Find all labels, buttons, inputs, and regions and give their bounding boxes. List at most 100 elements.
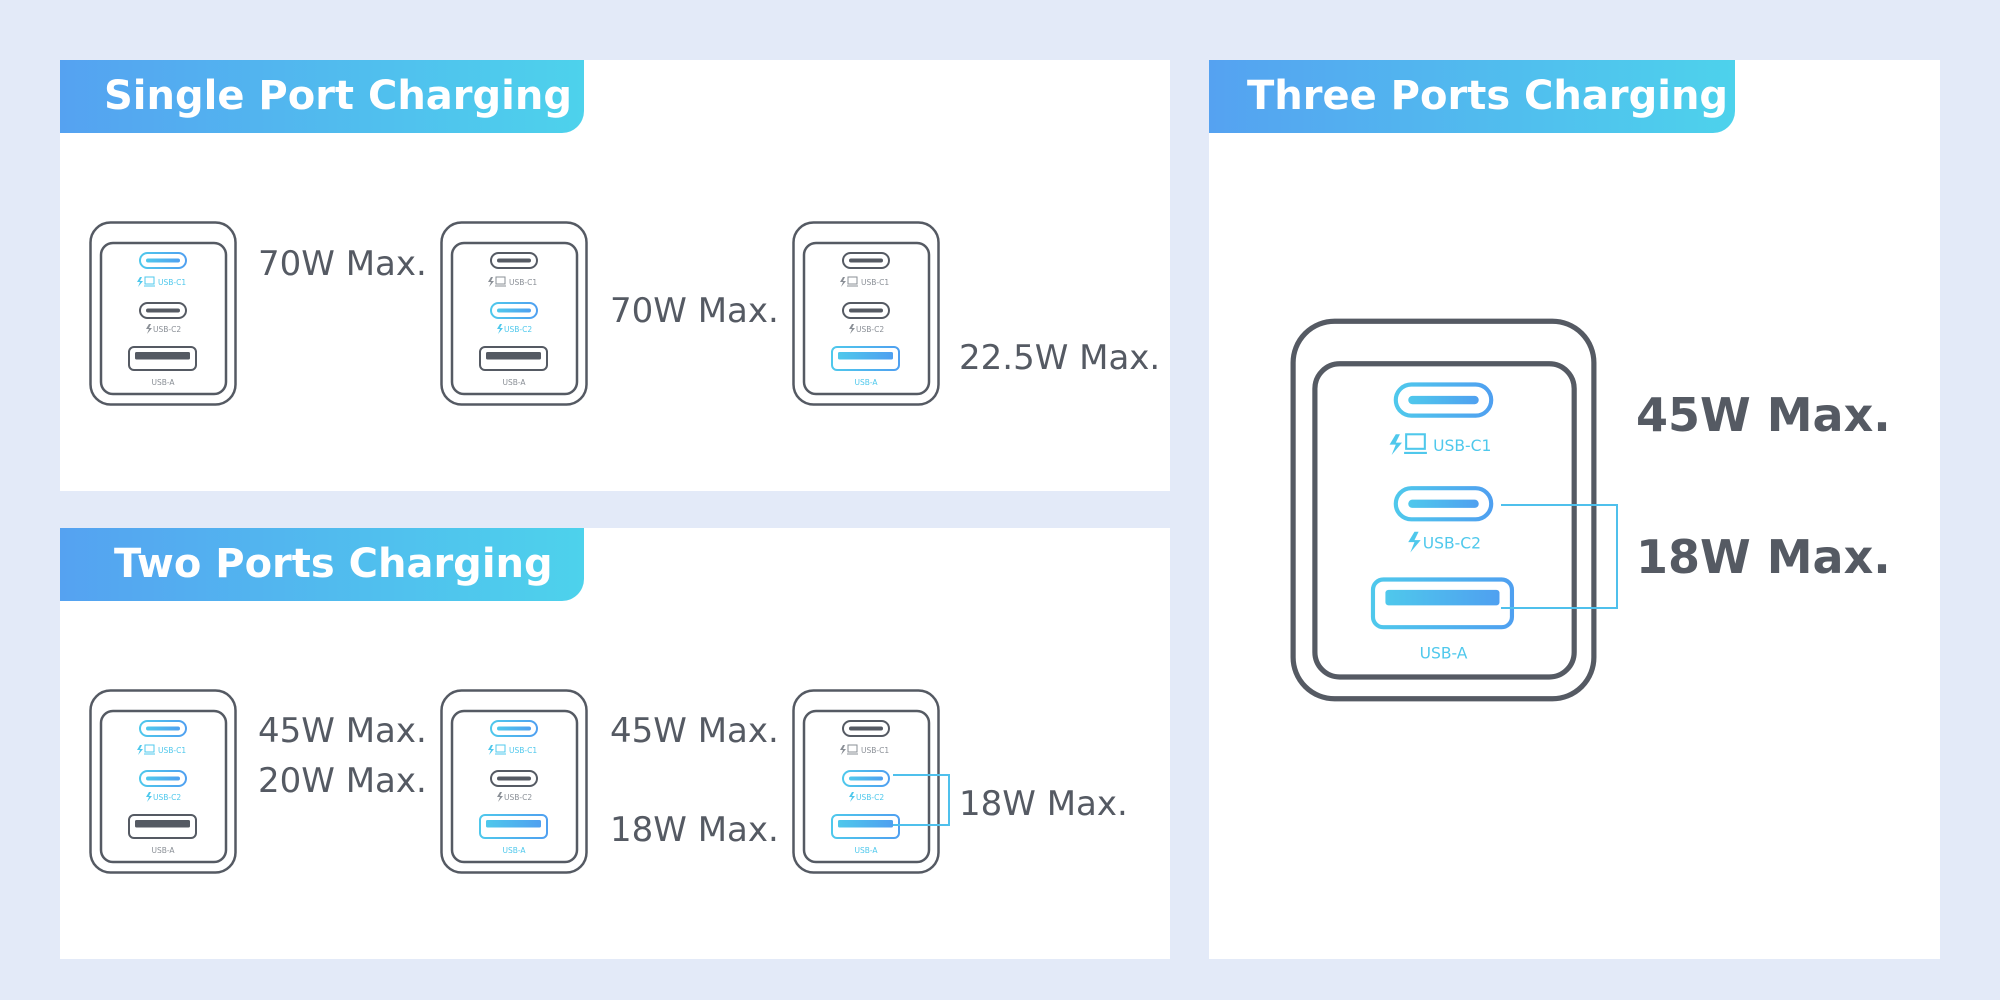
- charger-single-3: USB-C1 USB-C2 USB-A: [792, 221, 940, 406]
- two-ports-title: Two Ports Charging: [60, 528, 584, 601]
- lightning-icon: [840, 745, 846, 755]
- lightning-icon: [849, 324, 855, 334]
- port-usb-a: [128, 814, 197, 839]
- lightning-icon: [488, 745, 494, 755]
- port-label-c2: USB-C2: [1423, 534, 1481, 552]
- charger-body: [89, 689, 237, 874]
- port-label-a: USB-A: [1420, 644, 1468, 662]
- port-label-c1: USB-C1: [158, 746, 186, 755]
- lightning-icon: [1389, 434, 1403, 456]
- output-label: 45W Max.: [610, 711, 779, 751]
- output-label: 22.5W Max.: [959, 338, 1161, 378]
- port-label-c2: USB-C2: [856, 325, 884, 334]
- port-label-a: USB-A: [854, 846, 878, 855]
- lightning-icon: [146, 324, 152, 334]
- port-usb-a: [479, 814, 548, 839]
- charger-three: USB-C1 USB-C2 USB-A: [1290, 318, 1597, 702]
- laptop-icon: [144, 276, 155, 287]
- port-usb-c2: [139, 770, 187, 787]
- charger-two-1: USB-C1 USB-C2 USB-A: [89, 689, 237, 874]
- port-label-c2: USB-C2: [856, 793, 884, 802]
- port-label-a: USB-A: [151, 378, 175, 387]
- port-usb-c1: [139, 252, 187, 269]
- single-port-panel: Single Port Charging: [60, 60, 1170, 491]
- lightning-icon: [488, 277, 494, 287]
- output-label: 18W Max.: [610, 810, 779, 850]
- three-ports-title: Three Ports Charging: [1209, 60, 1735, 133]
- port-usb-a: [128, 346, 197, 371]
- port-label-c2: USB-C2: [153, 325, 181, 334]
- port-label-c1: USB-C1: [861, 278, 889, 287]
- port-label-a: USB-A: [502, 378, 526, 387]
- port-usb-c1: [842, 720, 890, 737]
- charger-two-3: USB-C1 USB-C2 USB-A: [792, 689, 940, 874]
- output-label: 18W Max.: [959, 784, 1128, 824]
- lightning-icon: [1408, 531, 1421, 553]
- output-label: 18W Max.: [1636, 530, 1891, 584]
- port-label-c1: USB-C1: [509, 278, 537, 287]
- output-label: 45W Max.: [258, 711, 427, 751]
- charger-face: [99, 709, 228, 864]
- lightning-icon: [849, 792, 855, 802]
- port-label-c1: USB-C1: [861, 746, 889, 755]
- charger-face: [450, 709, 579, 864]
- port-label-a: USB-A: [854, 378, 878, 387]
- port-usb-c1: [139, 720, 187, 737]
- charger-face: [802, 709, 931, 864]
- port-usb-c2: [1393, 486, 1494, 522]
- port-usb-c2: [139, 302, 187, 319]
- lightning-icon: [137, 745, 143, 755]
- lightning-icon: [146, 792, 152, 802]
- output-label: 70W Max.: [610, 291, 779, 331]
- port-usb-a: [831, 346, 900, 371]
- output-label: 70W Max.: [258, 244, 427, 284]
- output-label: 45W Max.: [1636, 388, 1891, 442]
- shared-output-bracket: [1501, 504, 1618, 609]
- port-usb-c2: [490, 770, 538, 787]
- charger-face: [1312, 361, 1577, 680]
- charger-single-2: USB-C1 USB-C2 USB-A: [440, 221, 588, 406]
- charger-body: [792, 221, 940, 406]
- laptop-icon: [495, 276, 506, 287]
- port-label-c2: USB-C2: [153, 793, 181, 802]
- lightning-icon: [840, 277, 846, 287]
- charger-body: [89, 221, 237, 406]
- charger-body: [440, 689, 588, 874]
- shared-output-bracket: [893, 774, 950, 826]
- charger-face: [802, 241, 931, 396]
- port-label-c1: USB-C1: [509, 746, 537, 755]
- laptop-icon: [1404, 433, 1427, 454]
- lightning-icon: [497, 324, 503, 334]
- port-usb-c1: [842, 252, 890, 269]
- port-usb-c2: [842, 302, 890, 319]
- port-label-a: USB-A: [151, 846, 175, 855]
- port-usb-c2: [842, 770, 890, 787]
- charger-body: [792, 689, 940, 874]
- laptop-icon: [144, 744, 155, 755]
- two-ports-panel: Two Ports Charging: [60, 528, 1170, 959]
- port-label-c1: USB-C1: [1433, 437, 1491, 455]
- lightning-icon: [137, 277, 143, 287]
- laptop-icon: [495, 744, 506, 755]
- charger-two-2: USB-C1 USB-C2 USB-A: [440, 689, 588, 874]
- port-label-c2: USB-C2: [504, 793, 532, 802]
- output-label: 20W Max.: [258, 761, 427, 801]
- charger-face: [99, 241, 228, 396]
- port-usb-c1: [490, 720, 538, 737]
- single-port-title: Single Port Charging: [60, 60, 584, 133]
- port-usb-a: [1370, 577, 1515, 630]
- lightning-icon: [497, 792, 503, 802]
- port-label-c2: USB-C2: [504, 325, 532, 334]
- charger-body: [440, 221, 588, 406]
- charger-single-1: USB-C1 USB-C2 USB-A: [89, 221, 237, 406]
- port-label-a: USB-A: [502, 846, 526, 855]
- laptop-icon: [847, 276, 858, 287]
- port-usb-c1: [1393, 382, 1494, 418]
- port-label-c1: USB-C1: [158, 278, 186, 287]
- port-usb-c1: [490, 252, 538, 269]
- charger-face: [450, 241, 579, 396]
- port-usb-c2: [490, 302, 538, 319]
- laptop-icon: [847, 744, 858, 755]
- port-usb-a: [479, 346, 548, 371]
- port-usb-a: [831, 814, 900, 839]
